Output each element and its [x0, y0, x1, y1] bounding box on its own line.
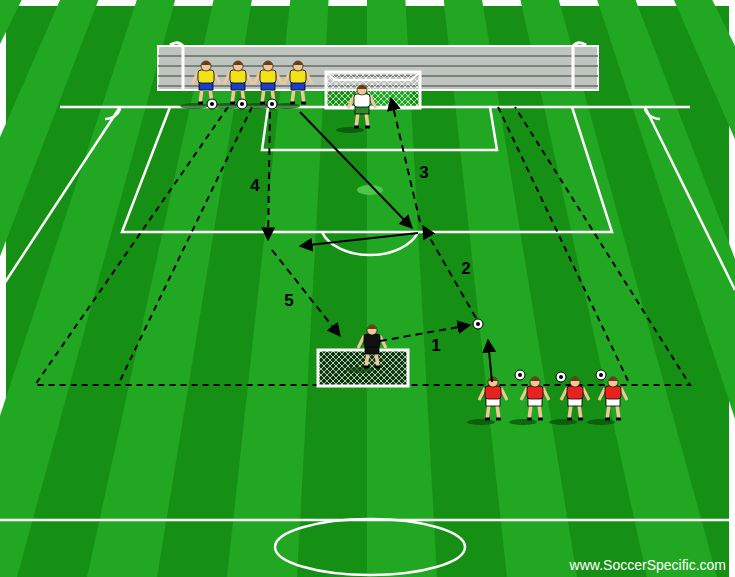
ball-patch: [599, 373, 603, 377]
player-head: [263, 61, 273, 71]
player-figure: [242, 61, 282, 109]
player-shirt: [198, 70, 214, 83]
bottom-goal: [318, 350, 408, 386]
player-boots: [605, 418, 621, 421]
player-figure: [587, 377, 627, 425]
watermark: www.SoccerSpecific.com: [570, 558, 726, 572]
callout-number: 1: [428, 336, 443, 355]
player-head: [357, 85, 367, 95]
ball-patch: [210, 102, 214, 106]
player-head: [608, 377, 618, 387]
player-shadow: [180, 103, 208, 109]
player-head: [201, 61, 211, 71]
player-shirt: [364, 334, 380, 347]
player-shadow: [467, 419, 495, 425]
player-hair: [367, 325, 377, 329]
player-shirt: [354, 94, 370, 107]
player-shirt: [485, 386, 501, 399]
player-shirt: [290, 70, 306, 83]
player-hair: [201, 61, 211, 65]
player-head: [488, 377, 498, 387]
callout-number: 5: [281, 291, 296, 310]
soccer-ball: [515, 370, 525, 380]
player-boots: [364, 366, 380, 369]
player-shadow: [587, 419, 615, 425]
player-shadow: [346, 367, 374, 373]
player-figure: [212, 61, 252, 109]
player-hair: [233, 61, 243, 65]
player-figure: [346, 325, 386, 373]
player-shirt: [527, 386, 543, 399]
soccer-ball: [473, 319, 483, 329]
callout-number: 4: [247, 176, 262, 195]
player-hair: [530, 377, 540, 381]
ball-patch: [518, 373, 522, 377]
player-head: [233, 61, 243, 71]
player-shadow: [336, 127, 364, 133]
soccer-ball: [596, 370, 606, 380]
player-boots: [290, 102, 306, 105]
player-shadow: [509, 419, 537, 425]
player-hair: [488, 377, 498, 381]
player-figure: [467, 377, 507, 425]
callout-number: 3: [416, 163, 431, 182]
callout-number: 2: [458, 259, 473, 278]
player-boots: [567, 418, 583, 421]
player-hair: [263, 61, 273, 65]
player-shadow: [549, 419, 577, 425]
ball-patch: [476, 322, 480, 326]
player-boots: [354, 126, 370, 129]
player-head: [570, 377, 580, 387]
player-figure: [336, 85, 376, 133]
player-shirt: [605, 386, 621, 399]
player-shirt: [567, 386, 583, 399]
player-shirt: [230, 70, 246, 83]
player-head: [530, 377, 540, 387]
area-boundary: [35, 107, 690, 385]
player-figure: [509, 377, 549, 425]
player-shirt: [260, 70, 276, 83]
player-hair: [293, 61, 303, 65]
soccer-ball: [267, 99, 277, 109]
player-boots: [485, 418, 501, 421]
player-boots: [527, 418, 543, 421]
player-hair: [608, 377, 618, 381]
player-head: [293, 61, 303, 71]
player-hair: [357, 85, 367, 89]
soccer-ball: [237, 99, 247, 109]
top-goal: [326, 72, 420, 108]
player-figure: [180, 61, 220, 109]
player-head: [367, 325, 377, 335]
ball-patch: [240, 102, 244, 106]
soccer-ball: [207, 99, 217, 109]
player-figure: [272, 61, 312, 109]
ball-patch: [270, 102, 274, 106]
player-figure: [549, 377, 589, 425]
player-hair: [570, 377, 580, 381]
ball-patch: [559, 375, 563, 379]
movement-arrows: [268, 98, 492, 382]
pitch-lines: [0, 107, 735, 575]
soccer-ball: [556, 372, 566, 382]
